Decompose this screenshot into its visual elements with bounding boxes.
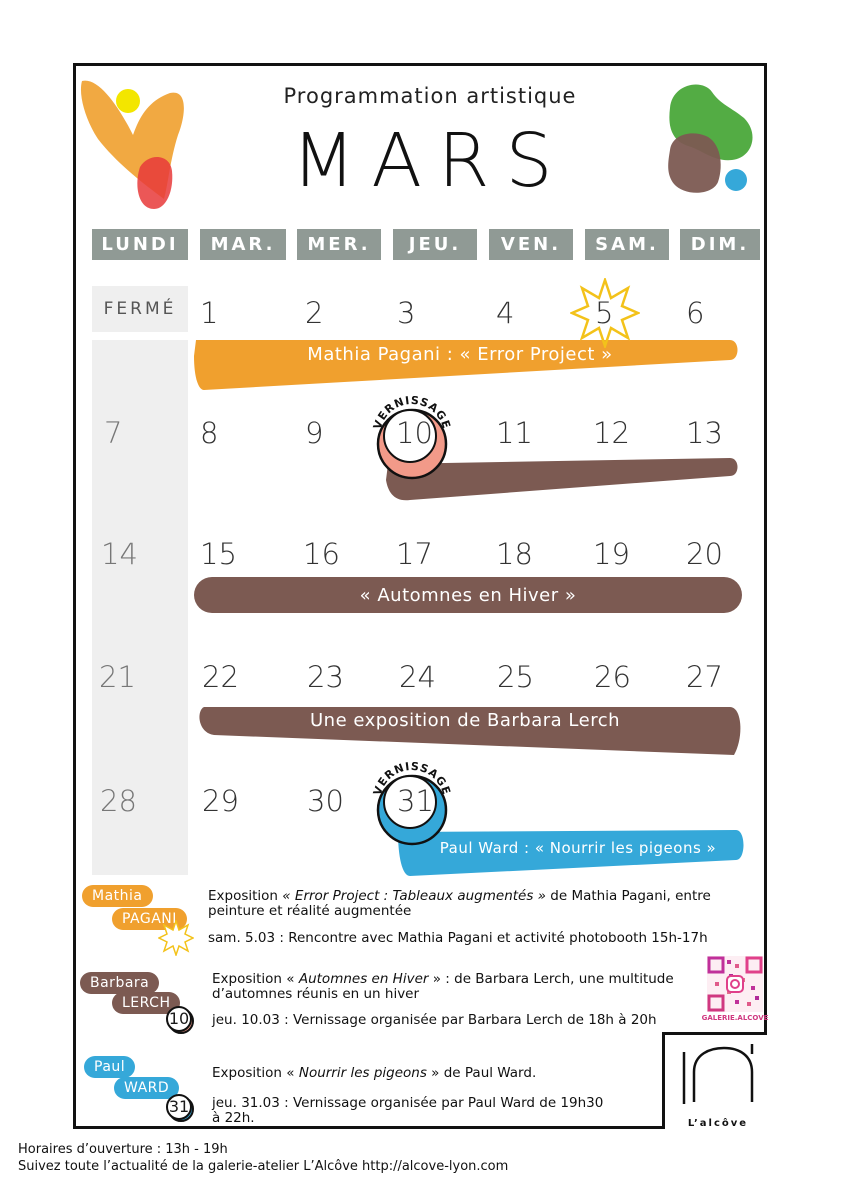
legend-mathia-first: Mathia (82, 885, 153, 907)
day-number: 30 (307, 784, 344, 818)
legend-barbara-badge: 10 (166, 1006, 192, 1032)
day-number: 16 (303, 537, 340, 571)
day-number: 20 (686, 537, 723, 571)
day-number: 28 (100, 784, 137, 818)
day-number: 6 (686, 296, 705, 330)
logo-box (662, 1032, 767, 1129)
logo-text: L’alcôve (687, 1118, 749, 1129)
program-subtitle: Programmation artistique (283, 84, 577, 108)
poster-frame (73, 63, 767, 1129)
day-number: 25 (497, 660, 534, 694)
qr-label: GALERIE.ALCOVE (701, 1014, 769, 1022)
decorative-blobs-right (668, 84, 753, 193)
day-header-monday: LUNDI (92, 229, 188, 260)
day-number: 4 (496, 296, 515, 330)
bar-brown-week2 (386, 458, 738, 501)
legend-barbara-first: Barbara (80, 972, 160, 994)
star-burst-icon (570, 278, 640, 348)
day-number: 7 (104, 416, 123, 450)
day-number: 23 (307, 660, 344, 694)
decorative-blobs-left (80, 80, 184, 209)
day-number: 9 (305, 416, 324, 450)
day-number: 2 (305, 296, 324, 330)
legend-mathia-description: Exposition « Error Project : Tableaux au… (208, 888, 711, 919)
day-number: 15 (200, 537, 237, 571)
qr-code-icon (707, 956, 763, 1012)
day-number: 19 (593, 537, 630, 571)
legend-barbara-event: jeu. 10.03 : Vernissage organisée par Ba… (212, 1012, 657, 1028)
day-header-friday: VEN. (489, 229, 573, 260)
alcove-logo (682, 1044, 754, 1104)
bar-barbara-label: Une exposition de Barbara Lerch (309, 710, 620, 731)
day-number: 10 (396, 416, 433, 450)
day-number: 31 (397, 784, 434, 818)
legend-paul-description: Exposition « Nourrir les pigeons » de Pa… (212, 1065, 537, 1081)
day-number: 22 (202, 660, 239, 694)
legend-paul-first: Paul (84, 1056, 136, 1078)
day-number: 1 (200, 296, 219, 330)
day-header-sunday: DIM. (680, 229, 760, 260)
legend-mathia-event: sam. 5.03 : Rencontre avec Mathia Pagani… (208, 930, 708, 946)
footer-hours: Horaires d’ouverture : 13h - 19h (18, 1142, 228, 1157)
closed-label: FERMÉ (92, 286, 188, 332)
day-number: 5 (595, 296, 614, 330)
legend-mathia-last: PAGANI (112, 908, 187, 930)
day-header-tuesday: MAR. (200, 229, 286, 260)
legend-paul-event: jeu. 31.03 : Vernissage organisée par Pa… (212, 1095, 604, 1126)
day-number: 21 (99, 660, 136, 694)
legend-paul-last: WARD (114, 1077, 180, 1099)
day-number: 17 (396, 537, 433, 571)
day-number: 26 (594, 660, 631, 694)
day-number: 27 (686, 660, 723, 694)
month-title: MARS (291, 118, 569, 204)
legend-barbara-description: Exposition « Automnes en Hiver » : de Ba… (212, 971, 674, 1002)
bar-paul (398, 830, 744, 876)
bar-error-project-label: Mathia Pagani : « Error Project » (307, 344, 613, 365)
day-header-saturday: SAM. (585, 229, 669, 260)
legend-paul-badge: 31 (166, 1094, 192, 1120)
footer-follow: Suivez toute l’actualité de la galerie-a… (18, 1159, 509, 1174)
bar-automnes (194, 577, 742, 613)
day-header-thursday: JEU. (393, 229, 477, 260)
day-number: 11 (496, 416, 533, 450)
vernissage-badge-10: VERNISSAGE (371, 396, 452, 480)
day-number: 8 (200, 416, 219, 450)
day-number: 18 (496, 537, 533, 571)
monday-column (92, 340, 188, 875)
bar-barbara (199, 707, 741, 755)
day-header-wednesday: MER. (297, 229, 381, 260)
bar-paul-label: Paul Ward : « Nourrir les pigeons » (439, 839, 717, 857)
day-number: 12 (593, 416, 630, 450)
day-number: 3 (397, 296, 416, 330)
day-number: 13 (686, 416, 723, 450)
day-number: 29 (202, 784, 239, 818)
small-star-icon (158, 920, 194, 956)
legend-barbara-last: LERCH (112, 992, 181, 1014)
day-number: 14 (101, 537, 138, 571)
day-number: 24 (399, 660, 436, 694)
bar-automnes-label: « Automnes en Hiver » (359, 585, 577, 606)
vernissage-badge-31: VERNISSAGE (371, 762, 452, 846)
bar-error-project (194, 340, 738, 390)
